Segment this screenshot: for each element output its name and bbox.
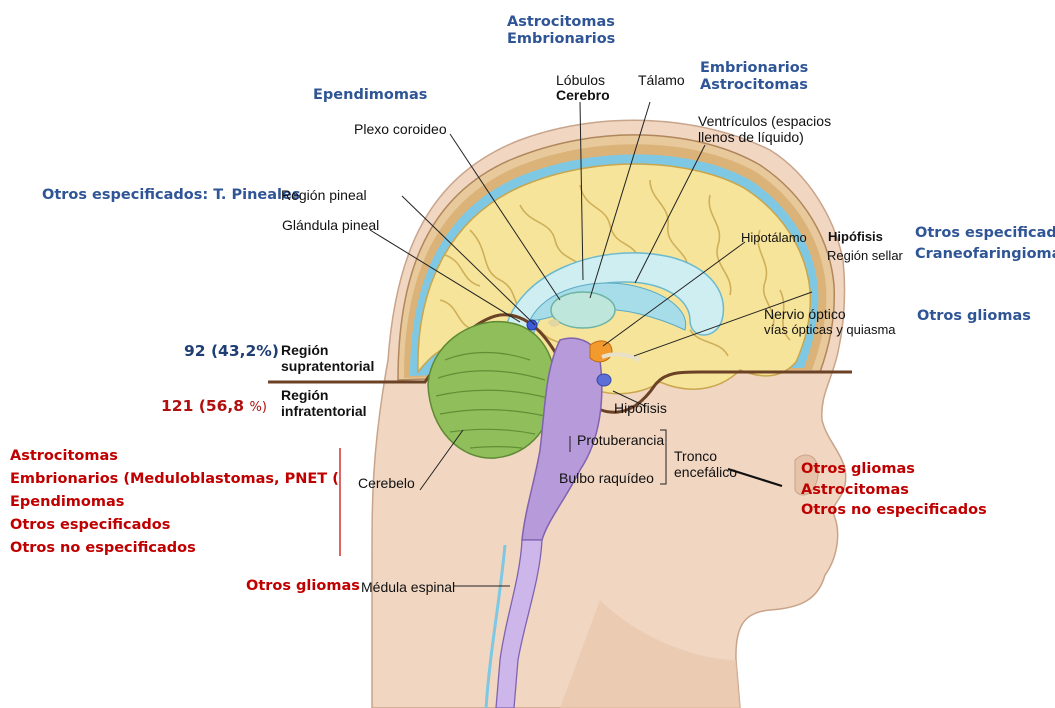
stat-infratentorial-pct: %): [249, 400, 266, 415]
tumor-label-thalamus-2: Astrocitomas: [700, 77, 808, 94]
label-region-supra-1: Región: [281, 342, 374, 358]
tumor-label-thalamus: Embrionarios Astrocitomas: [700, 60, 808, 93]
label-plexo-coroideo: Plexo coroideo: [354, 121, 447, 137]
stat-infratentorial-main: 121 (56,8: [161, 397, 249, 415]
tumor-infra-2: Embrionarios (Meduloblastomas, PNET (: [10, 468, 339, 491]
tumor-label-optic: Otros gliomas: [917, 308, 1031, 325]
label-cerebelo: Cerebelo: [358, 475, 415, 491]
tumor-label-thalamus-1: Embrionarios: [700, 60, 808, 77]
stat-infratentorial: 121 (56,8 %): [161, 398, 267, 416]
hypothalamus: [590, 341, 612, 362]
label-region-supra-2: supratentorial: [281, 358, 374, 374]
tumor-brainstem-1: Otros gliomas: [801, 459, 987, 480]
label-hipotalamo: Hipotálamo: [741, 231, 807, 246]
label-tronco-1: Tronco: [674, 448, 737, 464]
tumor-label-sellar-1: Otros especificados: [915, 225, 1055, 242]
label-vias-opticas: vías ópticas y quiasma: [764, 323, 896, 338]
tumor-infra-1: Astrocitomas: [10, 445, 339, 468]
label-region-infra-2: infratentorial: [281, 403, 367, 419]
tumor-list-infratentorial: Astrocitomas Embrionarios (Meduloblastom…: [10, 445, 339, 560]
label-region-sellar: Región sellar: [827, 249, 903, 264]
tumor-label-top-center: Astrocitomas Embrionarios: [507, 14, 615, 47]
tumor-infra-3: Ependimomas: [10, 491, 339, 514]
tumor-list-brainstem: Otros gliomas Astrocitomas Otros no espe…: [801, 459, 987, 521]
label-tronco-encefalico: Tronco encefálico: [674, 448, 737, 480]
label-bulbo-raquideo: Bulbo raquídeo: [559, 470, 654, 486]
label-tronco-2: encefálico: [674, 464, 737, 480]
tumor-label-top-center-2: Embrionarios: [507, 31, 615, 48]
label-medula-espinal: Médula espinal: [361, 579, 455, 595]
label-lobulos: Lóbulos: [556, 72, 605, 88]
label-region-supratentorial: Región supratentorial: [281, 342, 374, 374]
tumor-infra-4: Otros especificados: [10, 514, 339, 537]
label-ventriculos: Ventrículos (espacios llenos de líquido): [698, 113, 831, 145]
label-region-infratentorial: Región infratentorial: [281, 387, 367, 419]
tumor-brainstem-3: Otros no especificados: [801, 500, 987, 521]
label-cerebro: Cerebro: [556, 87, 610, 103]
label-protuberancia: Protuberancia: [577, 432, 664, 448]
label-talamo: Tálamo: [638, 72, 685, 88]
pituitary-gland: [597, 374, 611, 386]
tumor-brainstem-2: Astrocitomas: [801, 480, 987, 501]
tumor-label-pineal: Otros especificados: T. Pineales: [42, 187, 300, 204]
tumor-label-sellar: Otros especificados Craneofaringiomas: [915, 225, 1055, 262]
label-hipofisis-bottom: Hipófisis: [614, 400, 667, 416]
label-hipofisis-top: Hipófisis: [828, 230, 883, 245]
tumor-label-top-center-1: Astrocitomas: [507, 14, 615, 31]
label-region-pineal: Región pineal: [281, 187, 367, 203]
tumor-label-ependimomas: Ependimomas: [313, 87, 427, 104]
label-region-infra-1: Región: [281, 387, 367, 403]
stat-supratentorial: 92 (43,2%): [184, 343, 279, 361]
thalamus: [551, 292, 615, 328]
label-glandula-pineal: Glándula pineal: [282, 217, 379, 233]
tumor-label-spinal: Otros gliomas: [246, 578, 360, 595]
label-ventriculos-2: llenos de líquido): [698, 129, 831, 145]
tumor-label-sellar-2: Craneofaringiomas: [915, 246, 1055, 263]
label-nervio-optico: Nervio óptico: [764, 306, 846, 322]
label-ventriculos-1: Ventrículos (espacios: [698, 113, 831, 129]
tumor-infra-5: Otros no especificados: [10, 537, 339, 560]
